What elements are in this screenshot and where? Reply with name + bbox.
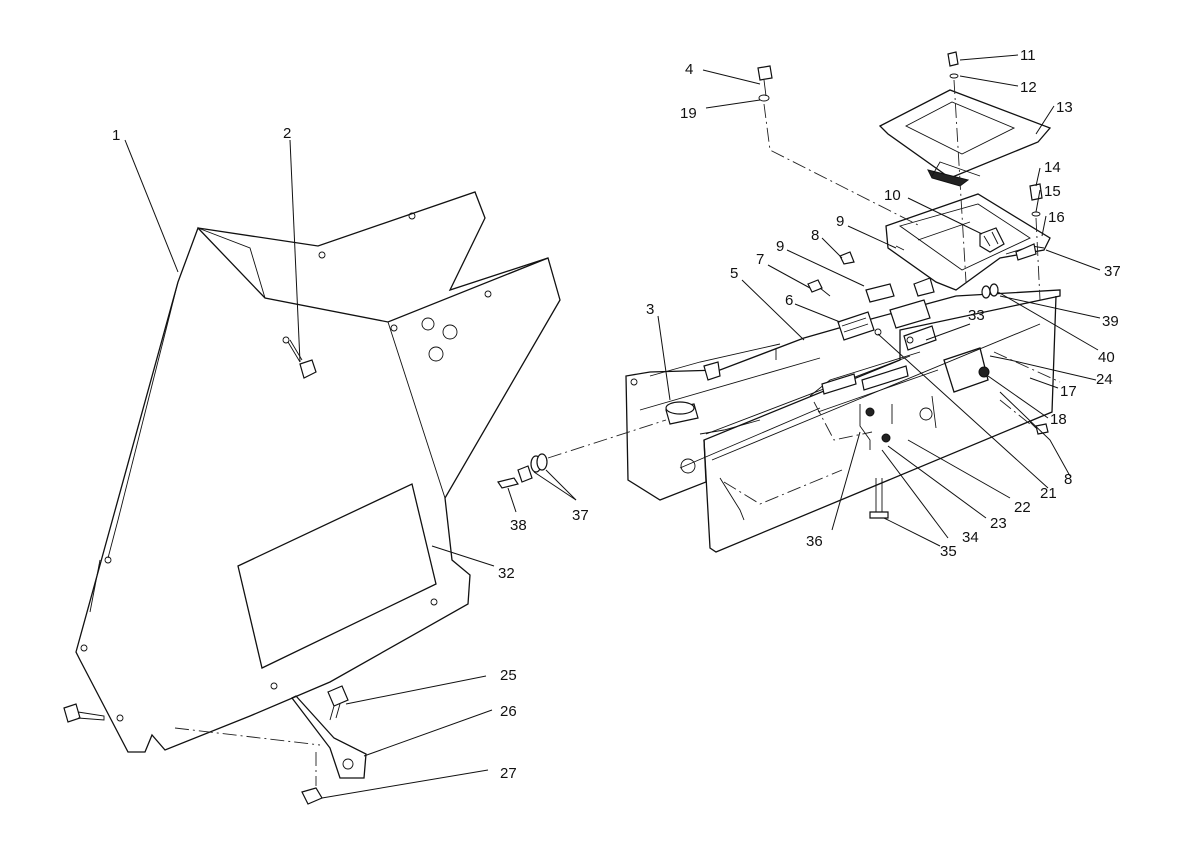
cross-bars (649, 343, 939, 413)
switch-33 (889, 299, 937, 351)
bolt-2-icon (287, 339, 317, 379)
callout-2: 2 (283, 125, 291, 142)
callout-8b: 8 (1064, 471, 1072, 488)
fasteners-22-23-34 (859, 395, 937, 450)
module-6 (837, 311, 882, 341)
callout-19: 19 (680, 105, 697, 122)
callout-5: 5 (730, 265, 738, 282)
callout-11: 11 (1020, 47, 1036, 64)
screw-8-icon (839, 251, 855, 265)
bolt-11-icon (947, 51, 959, 79)
callout-26: 26 (500, 703, 517, 720)
callout-15: 15 (1044, 183, 1061, 200)
washers-39-40 (981, 283, 999, 299)
bushing-38-icon (497, 453, 548, 489)
console-panel (625, 289, 1061, 553)
callout-32: 32 (498, 565, 515, 582)
callout-22: 22 (1014, 499, 1031, 516)
callout-16: 16 (1048, 209, 1065, 226)
callout-6: 6 (785, 292, 793, 309)
grommet-3-icon (665, 401, 699, 425)
callout-13: 13 (1056, 99, 1073, 116)
nut-27-icon (301, 787, 323, 805)
callout-8a: 8 (811, 227, 819, 244)
callout-35: 35 (940, 543, 957, 560)
callout-1: 1 (112, 127, 120, 144)
bolt-4-icon (757, 65, 773, 102)
screw-7-icon (807, 279, 831, 297)
callout-40: 40 (1098, 349, 1115, 366)
brackets-9 (865, 245, 935, 303)
callout-39: 39 (1102, 313, 1119, 330)
top-plate-16 (885, 193, 1051, 291)
bolt-35-icon (869, 478, 889, 519)
leader-lines (124, 54, 1101, 799)
callout-36: 36 (806, 533, 823, 550)
callout-27: 27 (500, 765, 517, 782)
callout-38: 38 (510, 517, 527, 534)
callout-3: 3 (646, 301, 654, 318)
callout-7: 7 (756, 251, 764, 268)
callout-9b: 9 (776, 238, 784, 255)
callout-24: 24 (1096, 371, 1113, 388)
callout-33: 33 (968, 307, 985, 324)
callout-34: 34 (962, 529, 979, 546)
left-side-panel (75, 191, 561, 753)
callout-14: 14 (1044, 159, 1061, 176)
bolt-25-icon (327, 685, 349, 721)
callout-25: 25 (500, 667, 517, 684)
cover-13 (878, 89, 1052, 187)
callout-21: 21 (1040, 485, 1057, 502)
screw-18-icon (1029, 421, 1049, 435)
callout-9a: 9 (836, 213, 844, 230)
callout-12: 12 (1020, 79, 1037, 96)
cable-37-icon (1005, 243, 1045, 261)
callout-37a: 37 (1104, 263, 1121, 280)
bracket-26 (291, 695, 367, 779)
callout-labels: 1 2 3 4 5 6 7 8 8 9 9 10 11 12 13 14 15 … (112, 47, 1121, 782)
bottom-bolt-icon (63, 703, 105, 723)
bracket-24 (943, 347, 990, 393)
callout-23: 23 (990, 515, 1007, 532)
callout-37b: 37 (572, 507, 589, 524)
callout-10: 10 (884, 187, 901, 204)
knob-10-icon (979, 227, 1005, 253)
callout-4: 4 (685, 61, 693, 78)
callout-17: 17 (1060, 383, 1077, 400)
callout-18: 18 (1050, 411, 1067, 428)
